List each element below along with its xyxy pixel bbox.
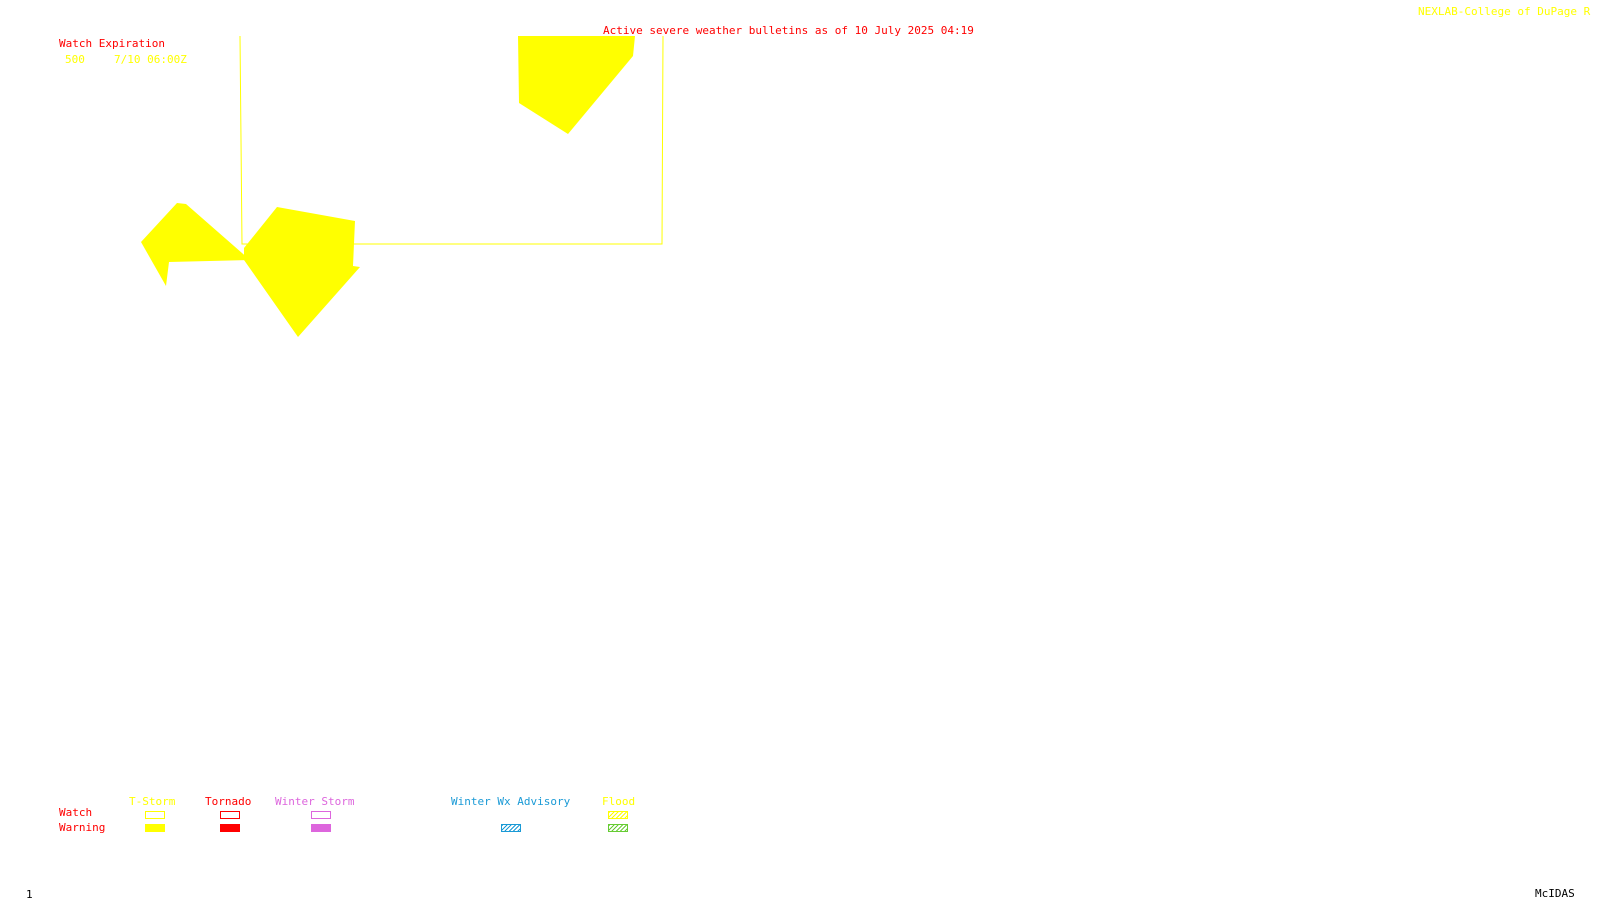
frame-number: 1 bbox=[26, 888, 33, 901]
legend-category-tornado: Tornado bbox=[205, 795, 252, 808]
watch-expiration-heading: Watch Expiration bbox=[59, 37, 165, 50]
tstorm-watch-swatch bbox=[145, 811, 165, 819]
tornado-warning-swatch bbox=[220, 824, 240, 832]
watch-number: 500 bbox=[65, 53, 85, 66]
winter-storm-watch-swatch bbox=[311, 811, 331, 819]
legend-category-tstorm: T-Storm bbox=[129, 795, 176, 808]
legend-category-winter-wx-advisory: Winter Wx Advisory bbox=[451, 795, 571, 808]
software-label: McIDAS bbox=[1535, 887, 1575, 900]
watch-expiration-time: 7/10 06:00Z bbox=[114, 53, 187, 66]
tstorm-warning-polygon bbox=[141, 203, 250, 286]
tstorm-warning-polygon bbox=[518, 36, 635, 134]
tstorm-warning-polygon bbox=[244, 207, 360, 337]
tornado-watch-swatch bbox=[220, 811, 240, 819]
bulletin-title: Active severe weather bulletins as of 10… bbox=[603, 24, 974, 37]
tstorm-warning-swatch bbox=[145, 824, 165, 832]
legend-category-flood: Flood bbox=[602, 795, 636, 808]
legend-row-watch: Watch bbox=[59, 806, 93, 819]
flood-warning-swatch bbox=[608, 824, 628, 832]
data-source-credit: NEXLAB-College of DuPage R bbox=[1418, 5, 1591, 18]
winter-wx-advisory-swatch bbox=[501, 824, 521, 832]
winter-storm-warning-swatch bbox=[311, 824, 331, 832]
legend-row-warning: Warning bbox=[59, 821, 106, 834]
legend-category-winter-storm: Winter Storm bbox=[275, 795, 355, 808]
watch-500-outline bbox=[239, 35, 664, 245]
flood-watch-swatch bbox=[608, 811, 628, 819]
